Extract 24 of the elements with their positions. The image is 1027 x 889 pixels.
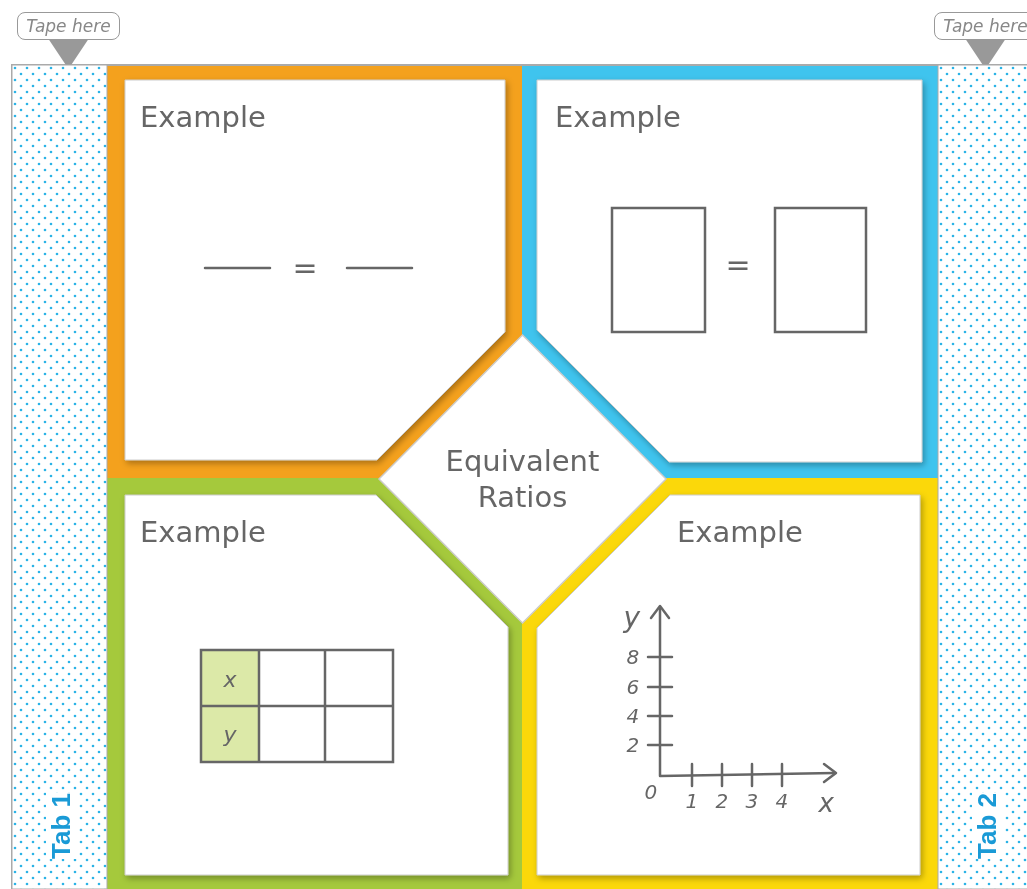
tick-label: 3 bbox=[745, 791, 759, 811]
tick-label: 4 bbox=[626, 706, 640, 726]
tick-label: 2 bbox=[626, 735, 640, 755]
equals-sign: = bbox=[292, 253, 318, 283]
axis-label: y bbox=[623, 604, 641, 632]
tape-callout: Tape here bbox=[934, 12, 1027, 40]
tick-label: 4 bbox=[775, 791, 789, 811]
node-label: Equivalent Ratios bbox=[444, 442, 601, 516]
card-title: Example bbox=[555, 100, 681, 134]
tick-label: 0 bbox=[644, 782, 658, 802]
equals-sign: = bbox=[725, 250, 751, 280]
tape-callout: Tape here bbox=[17, 12, 120, 40]
table-header: y bbox=[223, 724, 237, 746]
axis-label: x bbox=[818, 790, 834, 816]
card-title: Example bbox=[140, 100, 266, 134]
tab-label: Tab 2 bbox=[971, 793, 1003, 859]
tick-label: 6 bbox=[626, 677, 640, 697]
card-title: Example bbox=[677, 515, 803, 549]
tick-label: 1 bbox=[685, 791, 699, 811]
tab-label: Tab 1 bbox=[45, 793, 77, 859]
tick-label: 8 bbox=[626, 647, 640, 667]
tick-label: 2 bbox=[715, 791, 729, 811]
table-header: x bbox=[223, 669, 237, 691]
card-title: Example bbox=[140, 515, 266, 549]
